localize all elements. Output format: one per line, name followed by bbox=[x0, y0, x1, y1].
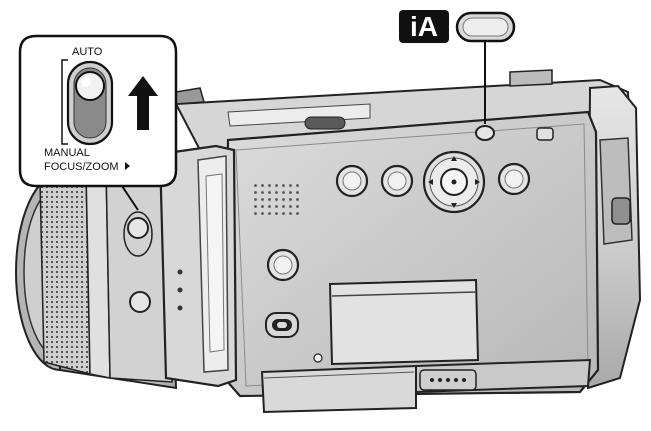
lens-assembly bbox=[15, 148, 178, 390]
ia-label: iA bbox=[410, 11, 438, 42]
lens-button-lower[interactable] bbox=[129, 291, 151, 313]
auto-manual-switch-icon[interactable] bbox=[66, 60, 114, 146]
dc-input-socket[interactable] bbox=[265, 312, 299, 338]
leader-lines bbox=[121, 42, 486, 211]
direction-pad-icon[interactable] bbox=[422, 150, 486, 214]
ia-callout: iA bbox=[399, 10, 516, 43]
switch-callout: AUTO MANUAL FOCUS/ZOOM bbox=[18, 34, 178, 188]
speaker-grille-icon bbox=[254, 184, 302, 218]
switch-focus-zoom-label: FOCUS/ZOOM bbox=[44, 161, 119, 173]
small-triangle-icon bbox=[125, 162, 130, 170]
card-cover[interactable] bbox=[328, 278, 480, 366]
menu-buttons bbox=[335, 162, 531, 198]
ia-mode-icon: iA bbox=[399, 10, 449, 43]
switch-manual-label: MANUAL bbox=[44, 147, 90, 159]
switch-auto-label: AUTO bbox=[72, 46, 103, 58]
lcd-monitor-edge[interactable] bbox=[158, 144, 238, 388]
ia-button-icon bbox=[455, 11, 516, 43]
top-small-button[interactable] bbox=[536, 127, 554, 141]
body-ia-button[interactable] bbox=[475, 125, 495, 141]
lens-button-upper[interactable] bbox=[127, 217, 149, 239]
camcorder-body bbox=[15, 69, 642, 414]
lens-focus-ring-icon bbox=[39, 169, 91, 375]
up-arrow-icon bbox=[128, 76, 158, 130]
connector-port bbox=[419, 369, 477, 391]
